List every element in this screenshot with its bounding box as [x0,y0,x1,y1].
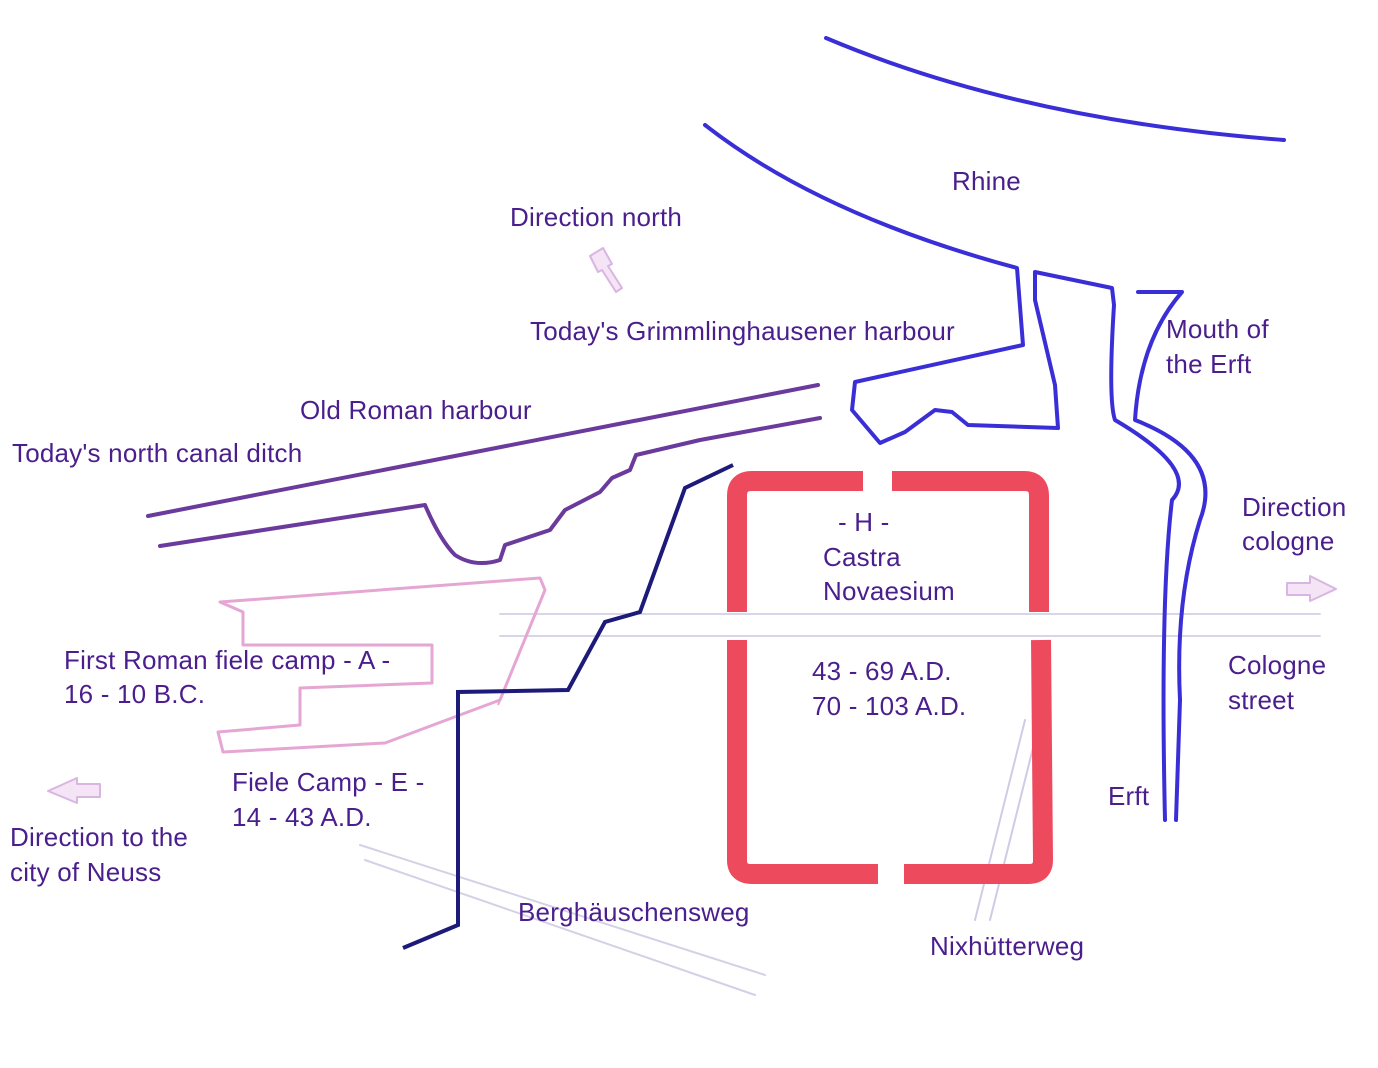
canal-lines [146,383,822,566]
fort-approach-road [402,463,734,950]
camp-e-label-line1: Fiele Camp - E - [232,767,425,797]
castra-novaesium-fort [727,471,1053,884]
direction-north-label: Direction north [510,202,683,232]
berghaeuschensweg-label: Berghäuschensweg [518,897,750,927]
cologne-street-label-line2: street [1228,685,1295,715]
north-canal-label: Today's north canal ditch [12,438,303,468]
fort-label-novaesium: Novaesium [823,576,955,606]
direction-arrows [47,247,1337,804]
camp-a-label-line1: First Roman fiele camp - A - [64,645,391,675]
fort-wall-north-west [727,471,863,612]
arrow-right-icon [1286,575,1337,602]
fort-date-1: 43 - 69 A.D. [812,656,952,686]
field-camps [216,576,547,754]
fort-label-h: - H - [838,507,890,537]
arrow-left-icon [47,777,101,804]
nixhuetterweg-label: Nixhütterweg [930,931,1085,961]
waterways [703,36,1286,822]
fort-date-2: 70 - 103 A.D. [812,691,967,721]
old-roman-harbour-line [158,416,822,566]
cologne-street-label-line1: Cologne [1228,650,1327,680]
erft-label: Erft [1108,781,1150,811]
old-roman-harbour-label: Old Roman harbour [300,395,532,425]
camp-e-edge [497,589,546,706]
grimmlinghausen-harbour-label: Today's Grimmlinghausener harbour [530,316,955,346]
berghaeuschensweg-line-2 [364,859,756,996]
fort-wall-south-east [904,639,1053,884]
mouth-erft-label-line2: the Erft [1166,349,1252,379]
arrow-up-icon [589,247,623,293]
fort-wall-north-east [892,471,1049,612]
mouth-erft-label-line1: Mouth of [1166,314,1269,344]
neuss-label-line2: city of Neuss [10,857,162,887]
direction-cologne-label-line2: cologne [1242,526,1335,556]
direction-cologne-label-line1: Direction [1242,492,1347,522]
north-canal-ditch-line [146,383,820,518]
nixhuetterweg-line-1 [974,719,1026,921]
nixhuetterweg-line-2 [989,739,1036,921]
berghaeuschensweg-line-1 [359,844,766,976]
rhine-inner-bank [703,123,1181,822]
rhine-outer-bank [824,36,1286,142]
erft-river-outer [1133,290,1208,822]
fort-label-castra: Castra [823,542,901,572]
rhine-label: Rhine [952,166,1021,196]
neuss-label-line1: Direction to the [10,822,189,852]
camp-e-label-line2: 14 - 43 A.D. [232,802,372,832]
camp-a-label-line2: 16 - 10 B.C. [64,679,206,709]
fort-wall-south-west [727,640,878,884]
